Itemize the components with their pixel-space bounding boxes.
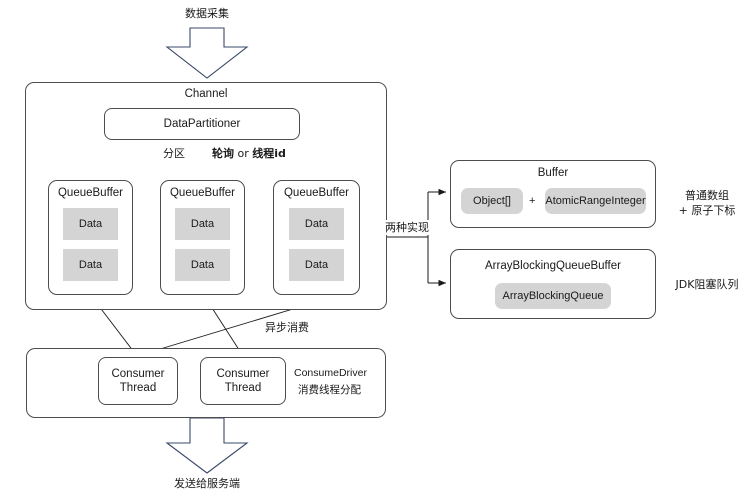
consumer-thread-1-line1: Consumer (111, 368, 165, 380)
outflow-block-arrow (165, 417, 249, 474)
abq-chip-arrayblockingqueue: ArrayBlockingQueue (495, 283, 611, 309)
queue-buffer-1-title: QueueBuffer (57, 187, 123, 199)
queue-buffer-1-data-2: Data (63, 249, 118, 281)
inflow-block-arrow (165, 27, 249, 79)
async-consume-label: 异步消费 (265, 321, 309, 334)
route-strategy-roundrobin: 轮询 (212, 147, 234, 160)
route-strategy-threadid: 线程id (252, 147, 286, 160)
queue-buffer-2-data-2: Data (175, 249, 230, 281)
consume-driver-subtitle: 消费线程分配 (298, 384, 361, 396)
buffer-chip-objectarray: Object[] (461, 188, 523, 214)
data-partitioner-label: DataPartitioner (163, 118, 241, 130)
consume-driver-name: ConsumeDriver (294, 367, 367, 379)
route-label-partition: 分区 (163, 147, 185, 160)
outflow-label: 发送给服务端 (174, 477, 240, 490)
queue-buffer-2-title: QueueBuffer (169, 187, 235, 199)
queue-buffer-3-title: QueueBuffer (283, 187, 349, 199)
queue-buffer-3-data-2: Data (289, 249, 344, 281)
queue-buffer-1-data-1: Data (63, 208, 118, 240)
consumer-thread-1[interactable]: Consumer Thread (98, 357, 178, 405)
consumer-thread-2-line1: Consumer (216, 368, 270, 380)
impl-branch-label: 两种实现 (383, 220, 431, 235)
buffer-plus-sign: + (529, 195, 536, 207)
consumer-thread-2[interactable]: Consumer Thread (200, 357, 286, 405)
consumer-thread-1-line2: Thread (119, 382, 157, 394)
buffer-impl-title: Buffer (537, 167, 569, 179)
inflow-label: 数据采集 (185, 7, 229, 20)
route-strategy-or: or (234, 147, 253, 160)
abq-buffer-impl-title: ArrayBlockingQueueBuffer (485, 260, 621, 272)
buffer-note-line1: 普通数组 (685, 189, 729, 202)
consumer-thread-2-line2: Thread (224, 382, 262, 394)
channel-title: Channel (184, 88, 228, 100)
queue-buffer-2-data-1: Data (175, 208, 230, 240)
queue-buffer-3-data-1: Data (289, 208, 344, 240)
buffer-chip-atomicrangeinteger: AtomicRangeInteger (545, 188, 646, 214)
route-label-strategy: 轮询 or 线程id (212, 146, 286, 162)
abq-note-line1: JDK阻塞队列 (675, 278, 739, 291)
data-partitioner-box[interactable]: DataPartitioner (104, 108, 300, 140)
buffer-note-line2: + 原子下标 (678, 204, 736, 217)
